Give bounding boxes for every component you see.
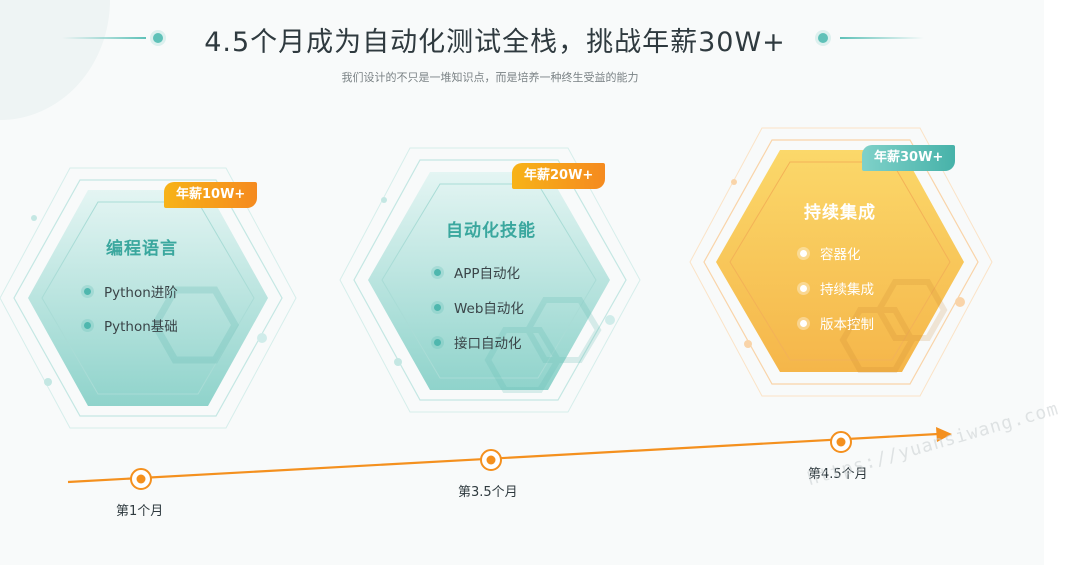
- timeline-arrow-icon: [936, 427, 952, 442]
- bullet-dot-icon: [434, 304, 441, 311]
- bullet-dot-icon: [84, 288, 91, 295]
- watermark-logo-icon: [839, 279, 948, 373]
- bullet-dot-icon: [434, 269, 441, 276]
- milestone-label-1: 第1个月: [116, 504, 164, 519]
- card-title-3: 持续集成: [804, 203, 876, 223]
- title-deco-line-right: [840, 37, 924, 39]
- salary-badge-2: 年薪20W+: [512, 163, 606, 189]
- bullet-dot-icon: [84, 322, 91, 329]
- page-title: 4.5个月成为自动化测试全栈，挑战年薪30W+: [204, 27, 786, 58]
- title-deco-dot-left: [153, 33, 163, 43]
- feature-item: Python基础: [84, 315, 178, 335]
- feature-item: APP自动化: [434, 262, 520, 282]
- feature-item: Web自动化: [434, 297, 524, 317]
- card-title-2: 自动化技能: [446, 221, 536, 241]
- watermark-logo-icon: [484, 297, 602, 393]
- feature-item: 容器化: [800, 243, 861, 263]
- milestone-marker-icon: [130, 468, 152, 490]
- page-subtitle: 我们设计的不只是一堆知识点，而是培养一种终生受益的能力: [341, 71, 639, 84]
- title-deco-dot-right: [818, 33, 828, 43]
- feature-item: 持续集成: [800, 278, 874, 298]
- bullet-dot-icon: [434, 339, 441, 346]
- timeline: [67, 427, 952, 490]
- watermark-logo-icon: [150, 286, 240, 364]
- bullet-dot-icon: [800, 320, 807, 327]
- milestone-marker-icon: [830, 431, 852, 453]
- title-deco-line-left: [62, 37, 146, 39]
- hexagon-card-1: [0, 167, 297, 429]
- card-title-1: 编程语言: [106, 239, 178, 259]
- right-edge-strip: [1044, 0, 1073, 565]
- milestone-marker-icon: [480, 449, 502, 471]
- milestone-label-3: 第4.5个月: [808, 467, 868, 482]
- bullet-dot-icon: [800, 285, 807, 292]
- feature-item: 版本控制: [800, 313, 874, 333]
- bullet-dot-icon: [800, 250, 807, 257]
- salary-badge-3: 年薪30W+: [862, 145, 956, 171]
- milestone-label-2: 第3.5个月: [458, 485, 518, 500]
- feature-item: Python进阶: [84, 281, 178, 301]
- salary-badge-1: 年薪10W+: [164, 182, 258, 208]
- feature-item: 接口自动化: [434, 332, 522, 352]
